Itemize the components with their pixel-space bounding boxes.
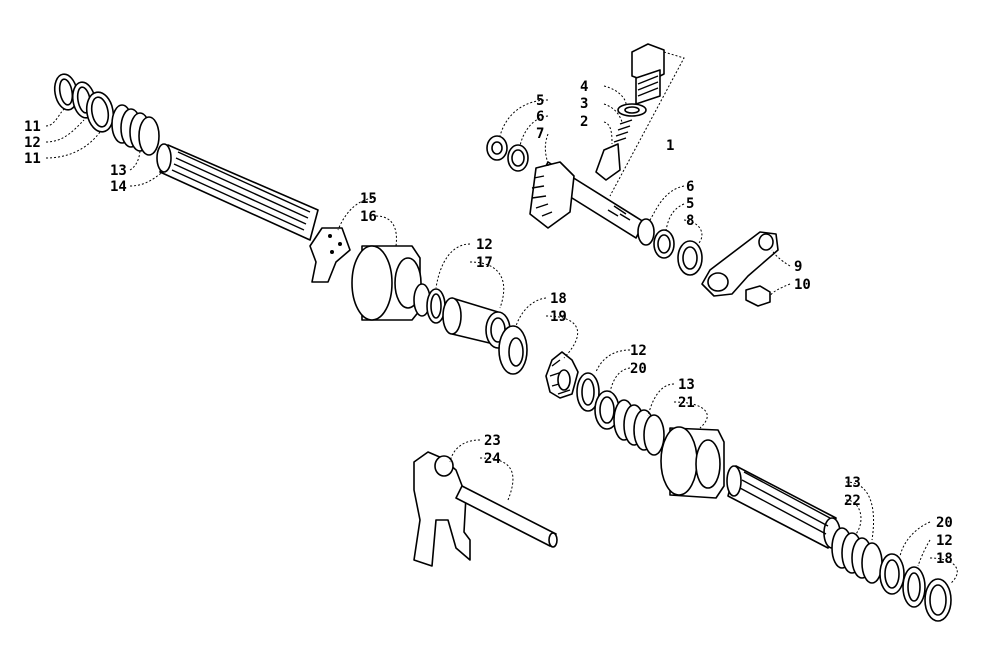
spring-13-top — [111, 104, 160, 156]
label-13-top: 13 — [110, 163, 127, 179]
label-10: 10 — [794, 277, 811, 293]
washer-5-top — [486, 135, 508, 161]
label-22: 22 — [844, 493, 861, 509]
snap-ring-11-lower — [85, 91, 115, 133]
shift-fork-23 — [413, 451, 471, 567]
label-12-mid: 12 — [476, 237, 493, 253]
spring-13-mid — [613, 399, 665, 456]
ring-6-right — [637, 218, 655, 246]
label-20-mid: 20 — [630, 361, 647, 377]
label-15: 15 — [360, 191, 377, 207]
label-1: 1 — [666, 138, 674, 154]
label-3: 3 — [580, 96, 588, 112]
ring-6-top — [507, 144, 529, 172]
label-11-bottom: 11 — [24, 151, 41, 167]
snap-ring-12-bottom — [902, 566, 926, 608]
seal-8 — [677, 240, 703, 276]
label-11-top: 11 — [24, 119, 41, 135]
label-12-bottom: 12 — [936, 533, 953, 549]
drum-16 — [351, 245, 422, 321]
label-16: 16 — [360, 209, 377, 225]
label-4: 4 — [580, 79, 588, 95]
label-24: 24 — [484, 451, 501, 467]
washer-5-right — [653, 229, 675, 259]
label-23: 23 — [484, 433, 501, 449]
callout-labels: 1 2 3 4 5 6 7 6 5 8 9 10 11 12 11 13 14 … — [24, 79, 953, 567]
snap-ring-11-top — [53, 73, 79, 111]
washer-3-4 — [617, 103, 647, 117]
label-12-top: 12 — [24, 135, 41, 151]
cam-plate-15 — [309, 227, 351, 283]
label-18-bottom: 18 — [936, 551, 953, 567]
splined-shaft-22 — [726, 465, 841, 549]
snap-ring-12-b — [576, 372, 600, 412]
washer-18-bottom — [924, 578, 952, 622]
label-18-mid: 18 — [550, 291, 567, 307]
label-6-top: 6 — [536, 109, 544, 125]
assembly-bracket — [609, 51, 685, 197]
plunger-2 — [595, 143, 621, 181]
label-14: 14 — [110, 179, 127, 195]
snap-ring-12-mid — [413, 283, 446, 324]
label-6-right: 6 — [686, 179, 694, 195]
leader-lines — [45, 85, 958, 585]
label-9: 9 — [794, 259, 802, 275]
sector-gear-7 — [529, 161, 575, 229]
bolt-10 — [745, 285, 771, 307]
washer-20-mid — [594, 390, 620, 430]
spring-13-bottom — [831, 527, 883, 584]
label-13-bottom: 13 — [844, 475, 861, 491]
drum-21 — [660, 426, 725, 499]
label-20-bottom: 20 — [936, 515, 953, 531]
label-19: 19 — [550, 309, 567, 325]
washer-18-mid — [498, 325, 528, 375]
label-7: 7 — [536, 126, 544, 142]
label-13-mid: 13 — [678, 377, 695, 393]
washer-20-bottom — [879, 553, 905, 595]
label-2: 2 — [580, 114, 588, 130]
label-5-top: 5 — [536, 93, 544, 109]
bolt-1 — [631, 43, 665, 105]
label-17: 17 — [476, 255, 493, 271]
label-8: 8 — [686, 213, 694, 229]
splined-shaft-14 — [156, 143, 319, 241]
label-5-right: 5 — [686, 196, 694, 212]
spring-2 — [613, 119, 633, 143]
gear-19 — [545, 351, 579, 399]
label-12-lower: 12 — [630, 343, 647, 359]
shift-rod-24 — [455, 485, 558, 548]
label-21: 21 — [678, 395, 695, 411]
shift-lever-9 — [701, 231, 779, 297]
